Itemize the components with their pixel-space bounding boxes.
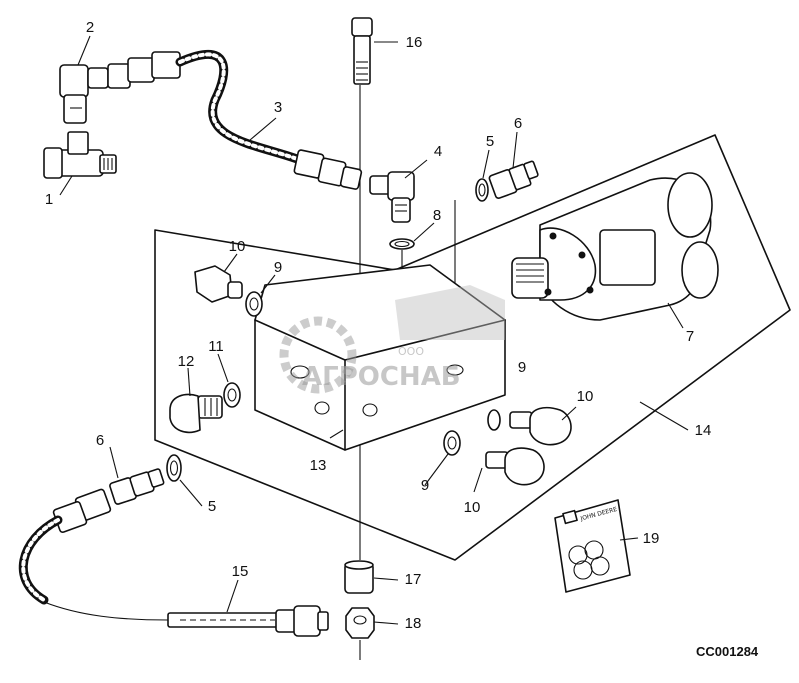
callout-16: 16 xyxy=(406,34,423,51)
callout-5-bottom: 5 xyxy=(208,498,216,515)
hydraulic-hose xyxy=(127,50,363,190)
nut-18 xyxy=(345,607,375,639)
callout-18: 18 xyxy=(405,615,422,632)
callout-19: 19 xyxy=(643,530,660,547)
watermark: ООО АГРОСНАБ xyxy=(279,285,505,394)
plug-10-right xyxy=(509,406,572,446)
callout-17: 17 xyxy=(405,571,422,588)
callout-6-bottom: 6 xyxy=(96,432,104,449)
spacer-17 xyxy=(344,560,374,594)
callout-2: 2 xyxy=(86,19,94,36)
callout-10-bottom: 10 xyxy=(464,499,481,516)
callout-13: 13 xyxy=(310,457,327,474)
tee-fitting xyxy=(43,131,117,179)
watermark-prefix: ООО xyxy=(398,345,424,358)
solenoid-valve xyxy=(511,172,719,321)
o-ring-5-bottom xyxy=(166,454,182,482)
seal-kit-19: JOHN DEERE xyxy=(554,499,631,593)
fitting-6-bottom xyxy=(109,468,165,505)
plug-12 xyxy=(169,393,223,434)
callout-9-right: 9 xyxy=(518,359,526,376)
washer-9-top xyxy=(245,291,263,317)
callout-10-top: 10 xyxy=(229,238,246,255)
o-ring-8 xyxy=(389,238,415,250)
callout-labels: 1 2 3 4 5 6 7 8 9 9 9 10 10 10 11 12 13 … xyxy=(45,19,712,632)
callout-10-right: 10 xyxy=(577,388,594,405)
callout-8: 8 xyxy=(433,207,441,224)
callout-9-top: 9 xyxy=(274,259,282,276)
o-ring-5-top xyxy=(475,178,489,202)
callout-6-top: 6 xyxy=(514,115,522,132)
callout-5-top: 5 xyxy=(486,133,494,150)
elbow-adapter xyxy=(369,171,415,223)
callout-1: 1 xyxy=(45,191,53,208)
washer-11 xyxy=(223,382,241,408)
callout-3: 3 xyxy=(274,99,282,116)
callout-14: 14 xyxy=(695,422,712,439)
callout-12: 12 xyxy=(178,353,195,370)
callout-15: 15 xyxy=(232,563,249,580)
leader-lines xyxy=(59,35,689,625)
callout-4: 4 xyxy=(434,143,442,160)
callout-9-bottom: 9 xyxy=(421,477,429,494)
elbow-fitting xyxy=(59,63,131,124)
fitting-6-top xyxy=(488,160,539,199)
washer-9-bottom xyxy=(443,430,461,456)
callout-7: 7 xyxy=(686,328,694,345)
bolt-16 xyxy=(351,17,373,85)
washer-9-right xyxy=(487,409,501,431)
watermark-company: АГРОСНАБ xyxy=(302,362,461,392)
plug-10-bottom xyxy=(485,447,545,486)
callout-11: 11 xyxy=(208,338,224,355)
hydraulic-hose-15 xyxy=(18,488,329,637)
plug-10-top xyxy=(194,265,243,303)
image-code: CC001284 xyxy=(696,644,759,659)
valve-block xyxy=(254,264,506,451)
